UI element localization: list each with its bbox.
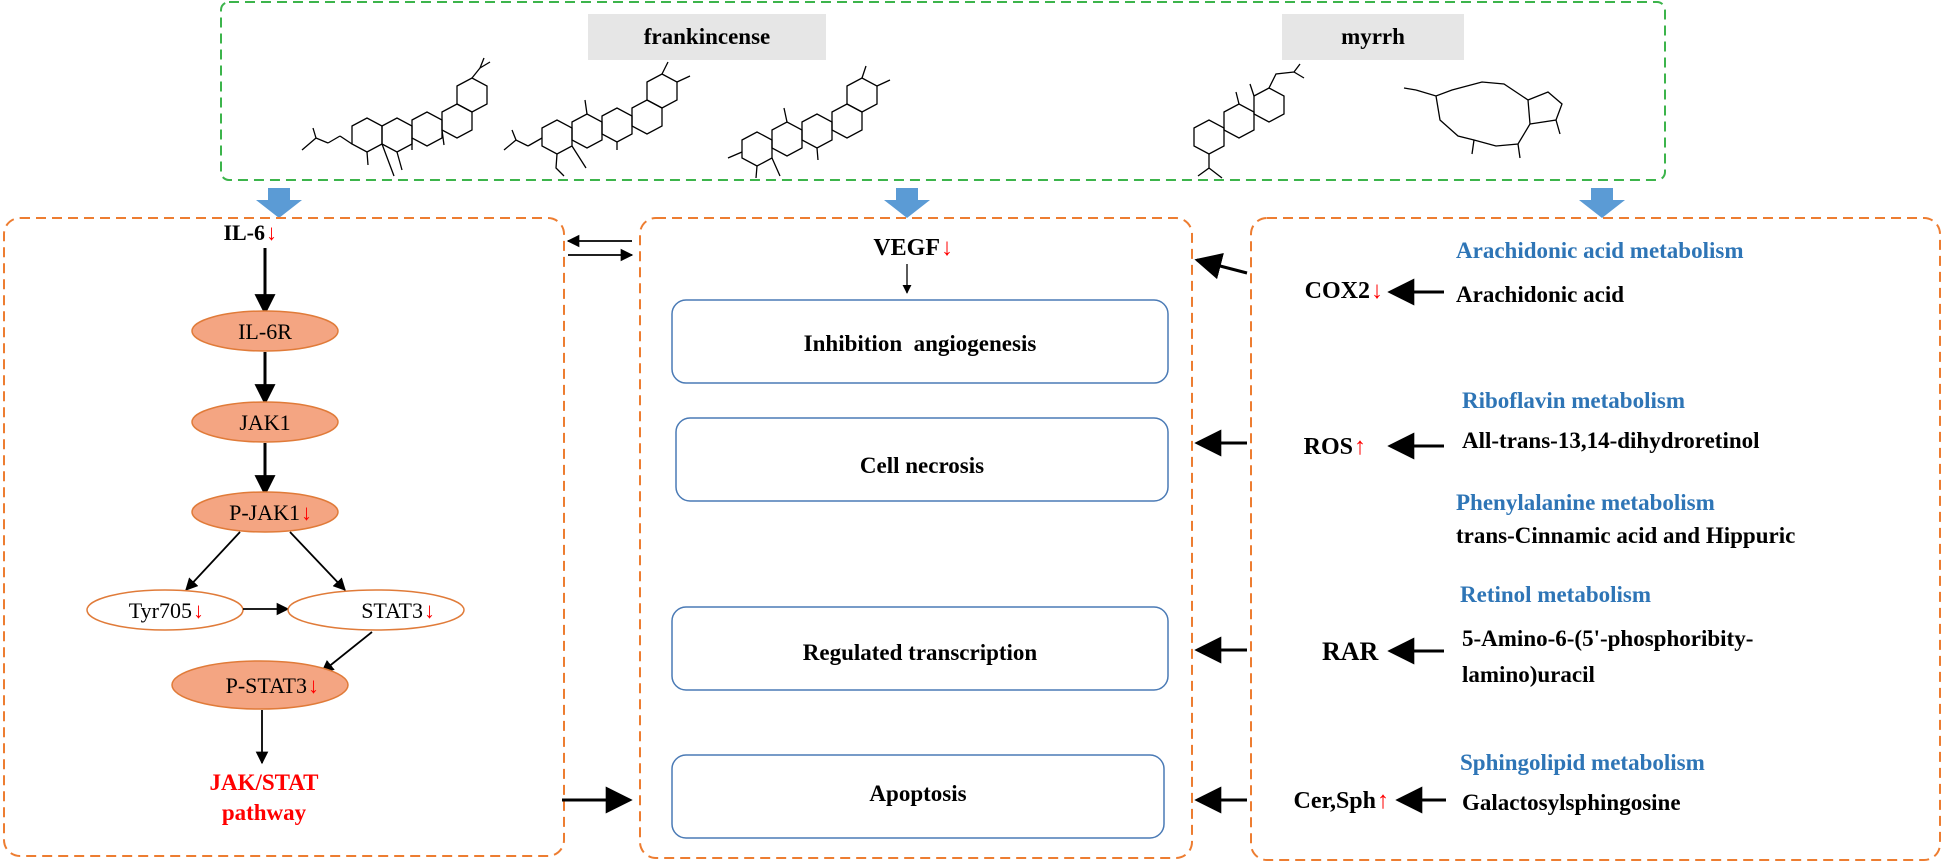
left-panel: [3, 217, 565, 857]
tyr705-label: Tyr705: [129, 598, 192, 623]
arrow-pjak1-tyr705: [185, 531, 241, 591]
pathway-retinol: Retinol metabolism: [1460, 582, 1651, 607]
tyr705-down-arrow: ↓: [193, 598, 204, 623]
center-panel: [639, 217, 1193, 859]
arrow-to-center-panel-icon: [884, 188, 930, 218]
tyr705-node: [86, 589, 244, 631]
metabolite-arachidonic: Arachidonic acid: [1456, 282, 1624, 307]
il6r-node: [191, 310, 339, 352]
target-cox2: COX2: [1305, 278, 1370, 304]
stat3-node: [287, 589, 465, 631]
il6r-label: IL-6R: [238, 319, 292, 344]
frankincense-label: frankincense: [644, 24, 771, 49]
arrow-right-to-center-1: [1194, 253, 1248, 280]
pathway-sphingolipid: Sphingolipid metabolism: [1460, 750, 1705, 775]
outcome-label-angiogenesis: Inhibition angiogenesis: [804, 331, 1037, 356]
arrow-to-right-panel-icon: [1579, 188, 1625, 218]
arrow-to-left-panel-icon: [256, 188, 302, 218]
pathway-arachidonic: Arachidonic acid metabolism: [1456, 238, 1744, 263]
pjak1-down-arrow: ↓: [301, 500, 312, 525]
stat3-down-arrow: ↓: [424, 598, 435, 623]
pjak1-label: P-JAK1: [229, 500, 300, 525]
outcome-box-apoptosis: [671, 754, 1165, 839]
right-panel: [1250, 217, 1941, 861]
outcome-label-apoptosis: Apoptosis: [869, 781, 966, 806]
arrow-pjak1-stat3: [289, 531, 346, 591]
il6-down-arrow: ↓: [266, 220, 277, 245]
target-ros: ROS: [1304, 434, 1353, 460]
jak1-label: JAK1: [239, 410, 290, 435]
pathway-phenylalanine: Phenylalanine metabolism: [1456, 490, 1715, 515]
metabolite-dihydroretinol: All-trans-13,14-dihydroretinol: [1462, 428, 1760, 453]
il6-label: IL-6: [223, 220, 265, 245]
structure-1-icon: [301, 57, 491, 177]
cox2-down-arrow: ↓: [1371, 278, 1383, 304]
vegf-label: VEGF: [873, 235, 940, 261]
outcome-box-transcription: [671, 606, 1169, 691]
outcome-label-transcription: Regulated transcription: [803, 640, 1038, 665]
outcome-label-necrosis: Cell necrosis: [860, 453, 984, 478]
structure-2-icon: [503, 61, 691, 177]
sources-panel: [220, 1, 1666, 181]
structure-3-icon: [727, 65, 891, 179]
stat3-label: STAT3: [361, 598, 423, 623]
pstat3-label: P-STAT3: [226, 673, 307, 698]
metabolite-cinnamic: trans-Cinnamic acid and Hippuric: [1456, 523, 1795, 548]
cer-sph-up-arrow: ↑: [1377, 788, 1389, 814]
pathway-title-line1: JAK/STAT: [209, 770, 318, 795]
frankincense-label-bg: [588, 14, 826, 60]
target-cer-sph: Cer,Sph: [1294, 788, 1376, 814]
outcome-box-necrosis: [675, 417, 1169, 502]
myrrh-label-bg: [1282, 14, 1464, 60]
structure-4-icon: [1193, 63, 1305, 179]
pjak1-node: [191, 491, 339, 533]
metabolite-aminouracil-line1: 5-Amino-6-(5'-phosphoribity-: [1462, 626, 1753, 651]
outcome-box-angiogenesis: [671, 299, 1169, 384]
pstat3-node: [171, 660, 349, 710]
metabolite-galactosylsphingosine: Galactosylsphingosine: [1462, 790, 1681, 815]
pathway-riboflavin: Riboflavin metabolism: [1462, 388, 1685, 413]
metabolite-aminouracil-line2: lamino)uracil: [1462, 662, 1595, 687]
pstat3-down-arrow: ↓: [308, 673, 319, 698]
myrrh-label: myrrh: [1341, 24, 1405, 49]
source-arrows: [256, 188, 1625, 218]
vegf-down-arrow: ↓: [941, 235, 953, 261]
target-rar: RAR: [1322, 637, 1379, 666]
pathway-title-line2: pathway: [222, 800, 307, 825]
jak1-node: [191, 401, 339, 443]
ros-up-arrow: ↑: [1354, 434, 1366, 460]
structure-5-icon: [1403, 81, 1563, 159]
arrow-stat3-pstat3: [321, 631, 373, 673]
